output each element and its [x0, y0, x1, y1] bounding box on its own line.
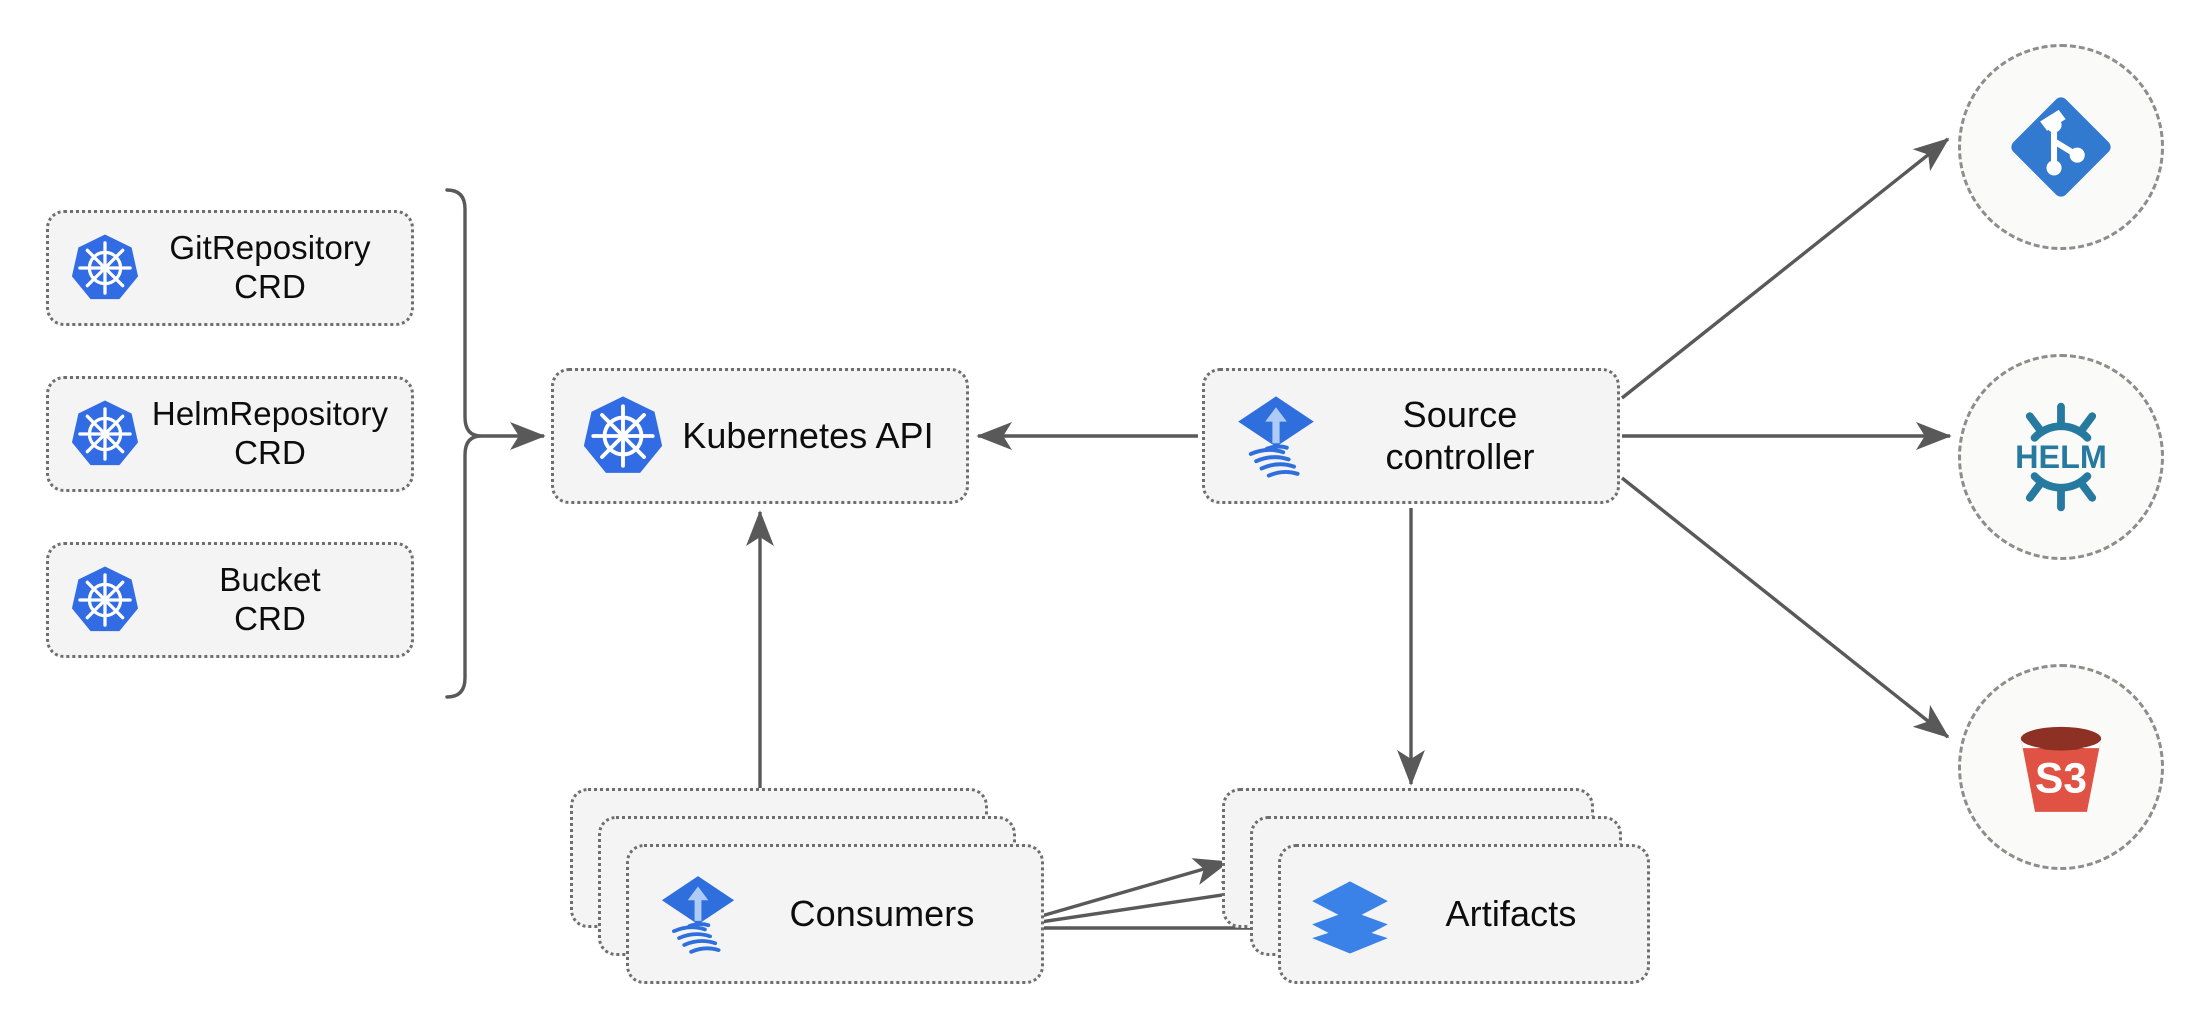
layers-icon	[1307, 871, 1393, 957]
helm-icon: HELM	[2001, 397, 2121, 517]
node-kubernetes-api[interactable]: Kubernetes API	[551, 368, 969, 504]
crd-card-label: GitRepository CRD	[169, 229, 371, 305]
helm-label: HELM	[2015, 439, 2107, 475]
git-icon	[2003, 89, 2119, 205]
node-source-controller[interactable]: Source controller	[1202, 368, 1620, 504]
edge-source-controller-to-git	[1620, 137, 1950, 400]
node-label: Artifacts	[1445, 892, 1577, 934]
kubernetes-icon	[578, 391, 668, 481]
s3-icon: S3	[2002, 708, 2120, 826]
node-artifacts[interactable]: Artifacts	[1278, 844, 1650, 984]
node-consumers[interactable]: Consumers	[626, 844, 1044, 984]
external-s3[interactable]: S3	[1958, 664, 2164, 870]
node-label: Source controller	[1385, 393, 1535, 477]
flux-icon	[1231, 391, 1321, 481]
crd-group-bracket	[445, 188, 482, 699]
kubernetes-icon	[67, 230, 143, 306]
crd-card-gitrepository[interactable]: GitRepository CRD	[46, 210, 414, 326]
flux-icon	[655, 871, 741, 957]
edge-source-controller-to-s3	[1620, 476, 1950, 739]
kubernetes-icon	[67, 562, 143, 638]
kubernetes-icon	[67, 396, 143, 472]
crd-card-bucket[interactable]: Bucket CRD	[46, 542, 414, 658]
crd-card-label: HelmRepository CRD	[151, 395, 389, 471]
external-git[interactable]	[1958, 44, 2164, 250]
external-helm[interactable]: HELM	[1958, 354, 2164, 560]
node-label: Kubernetes API	[682, 414, 934, 456]
s3-label: S3	[2035, 755, 2087, 802]
crd-card-helmrepository[interactable]: HelmRepository CRD	[46, 376, 414, 492]
crd-card-label: Bucket CRD	[219, 561, 321, 637]
node-label: Consumers	[789, 892, 975, 934]
